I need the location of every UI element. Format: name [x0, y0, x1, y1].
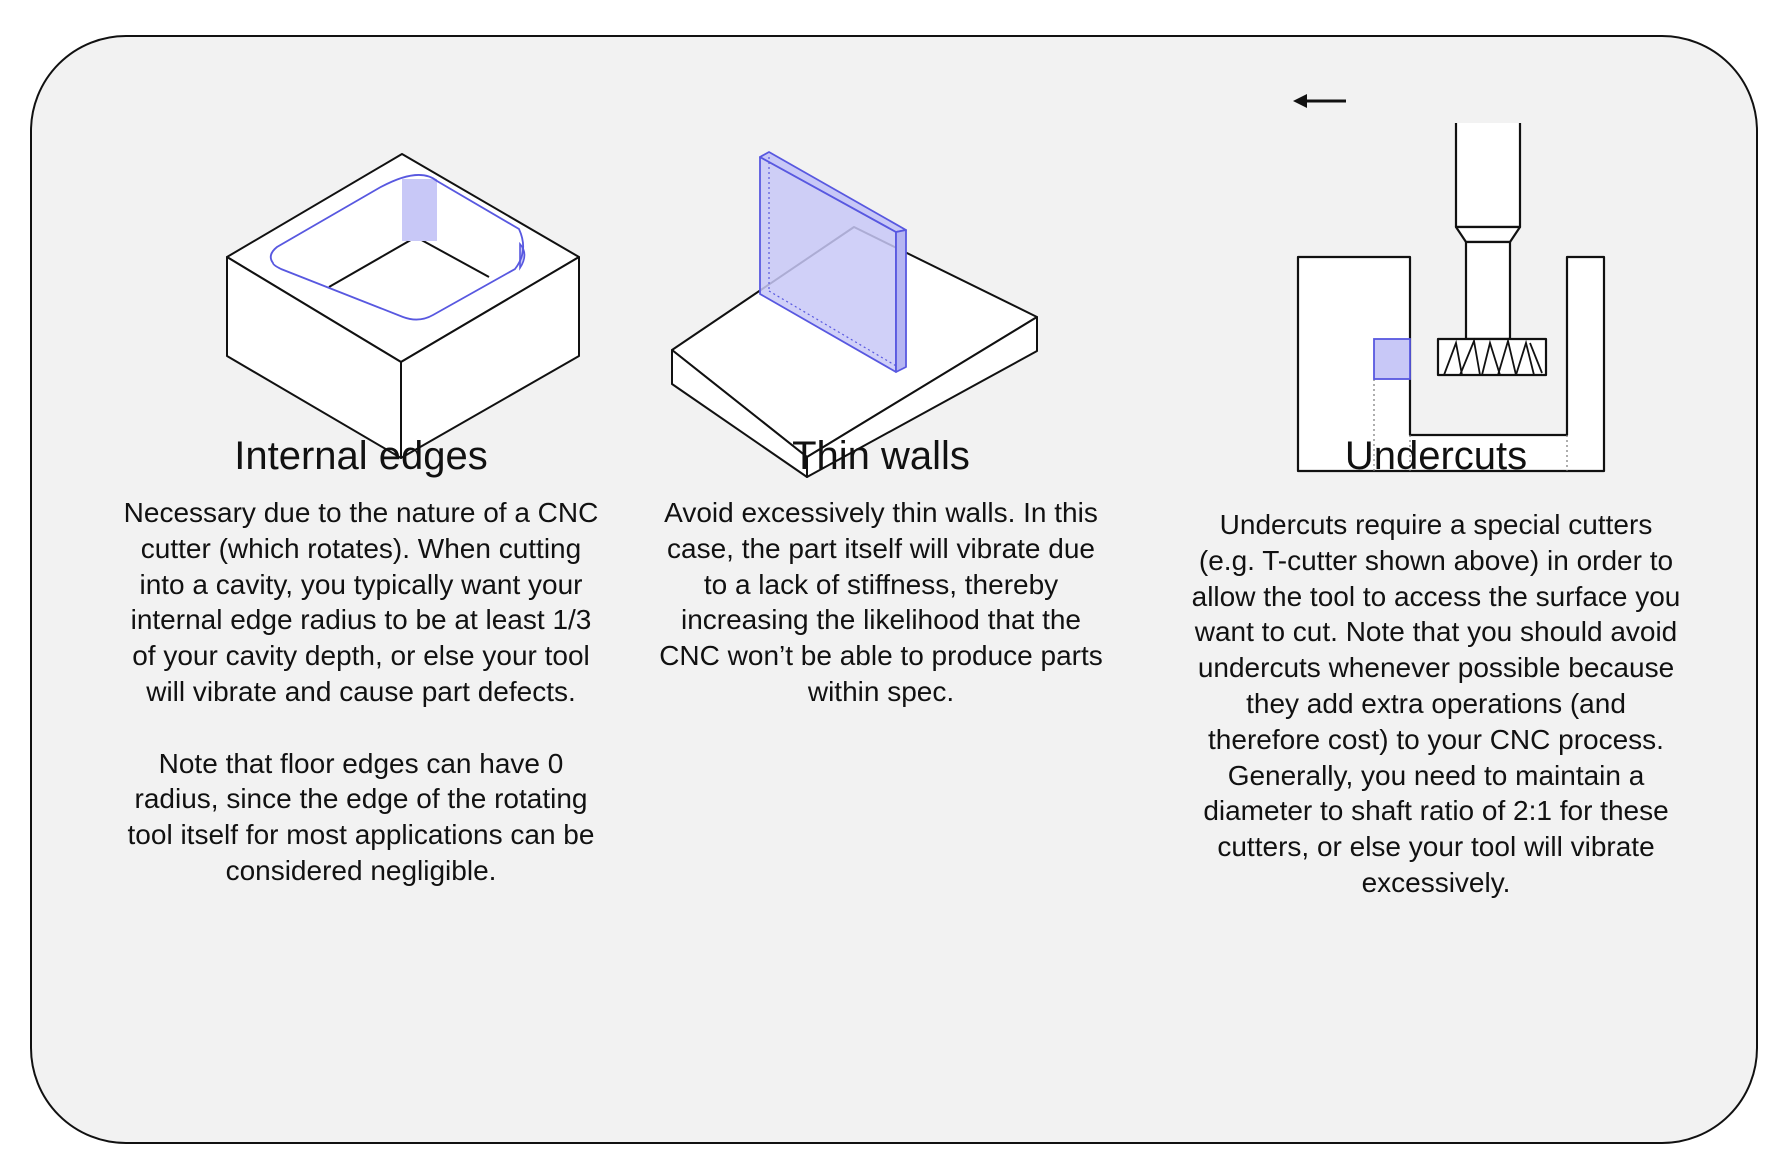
panel-internal-edges: Internal edges Necessary due to the natu… [117, 37, 605, 1142]
panel-description: Undercuts require a special cutters (e.g… [1190, 507, 1682, 901]
panel-undercuts: Undercuts Undercuts require a special cu… [1190, 37, 1682, 1142]
dfm-card: Internal edges Necessary due to the natu… [30, 35, 1758, 1144]
thin-wall-plate-diagram-icon [671, 151, 1038, 478]
t-cutter-undercut-diagram-icon [1293, 94, 1606, 473]
panel-title: Undercuts [1344, 434, 1528, 478]
panel-description: Necessary due to the nature of a CNC cut… [117, 495, 605, 889]
panel-description: Avoid excessively thin walls. In this ca… [656, 495, 1106, 710]
panel-paragraph: Necessary due to the nature of a CNC cut… [123, 497, 599, 707]
pocket-cavity-diagram-icon [226, 153, 580, 459]
panel-thin-walls: Thin walls Avoid excessively thin walls.… [656, 37, 1106, 1142]
panel-title: Internal edges [234, 434, 488, 478]
panel-paragraph: Note that floor edges can have 0 radius,… [127, 747, 595, 886]
panel-paragraph: Avoid excessively thin walls. In this ca… [659, 497, 1103, 707]
panel-paragraph: Undercuts require a special cutters (e.g… [1191, 509, 1681, 898]
panel-title: Thin walls [792, 434, 970, 478]
direction-arrow-icon [1293, 94, 1346, 108]
